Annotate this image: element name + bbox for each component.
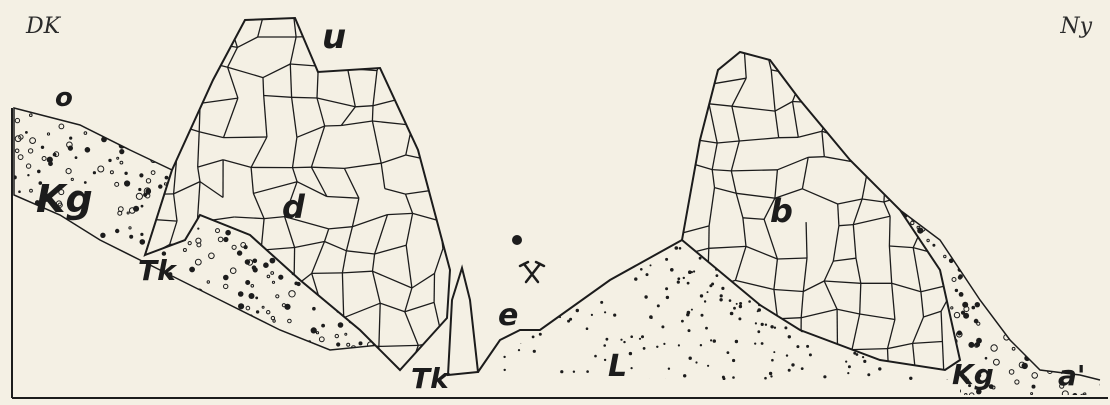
label-a: a' xyxy=(1058,359,1085,392)
label-b: b xyxy=(770,192,793,230)
label-o: o xyxy=(55,83,73,113)
label-kg-right: Kg xyxy=(952,358,994,391)
label-tk-left: Tk xyxy=(138,254,178,287)
crossed-hammers-icon xyxy=(520,262,544,282)
label-l: L xyxy=(608,349,627,384)
label-e: e xyxy=(498,298,518,333)
rock-spire xyxy=(448,268,478,375)
direction-label-right: Ny xyxy=(1060,14,1092,39)
label-kg-left: Kg xyxy=(36,177,93,221)
direction-label-left: DK xyxy=(26,14,60,39)
label-tk-bottom: Tk xyxy=(411,362,451,395)
label-u: u xyxy=(322,17,346,57)
rock-massif-b xyxy=(672,37,960,384)
label-d: d xyxy=(282,188,306,226)
dot-icon xyxy=(512,235,522,245)
